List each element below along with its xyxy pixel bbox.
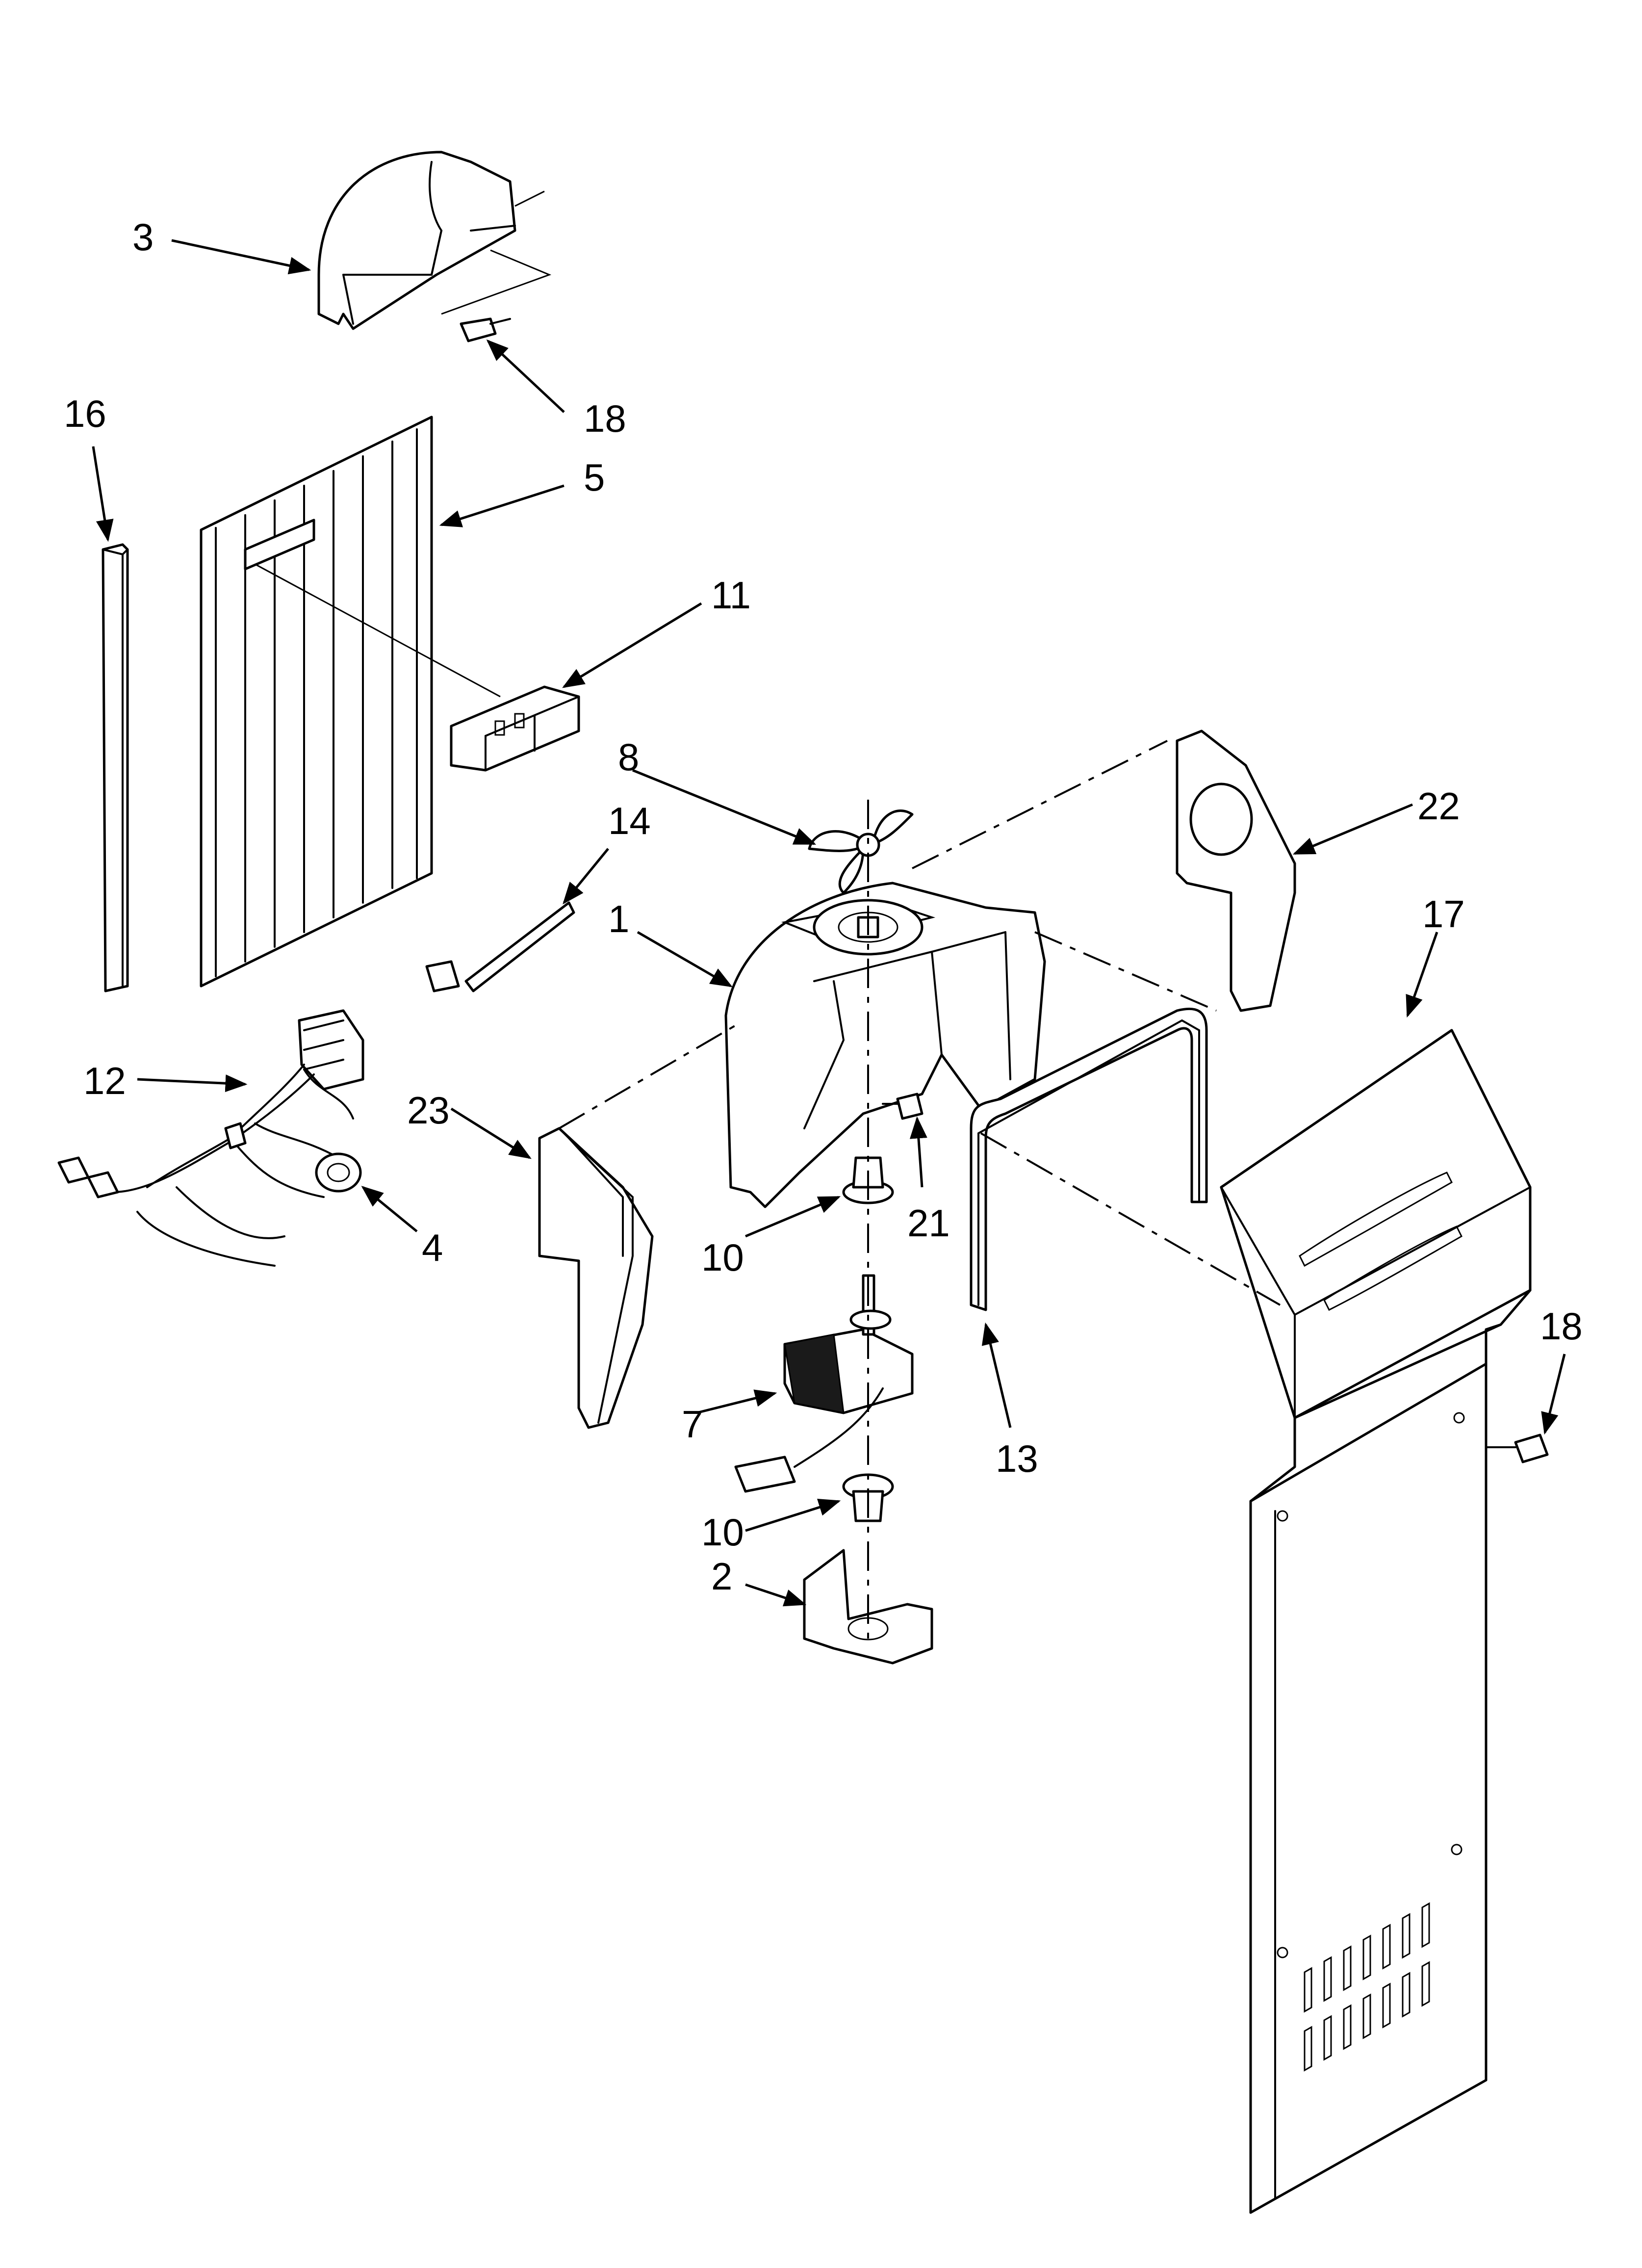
leader-arrows <box>92 239 1566 1607</box>
callout-10-upper: 10 <box>701 1236 744 1279</box>
alignment-lines <box>558 740 1281 1639</box>
part-7-fan-motor <box>734 1274 914 1493</box>
callout-12: 12 <box>83 1059 126 1102</box>
part-18-screw-top <box>460 317 511 342</box>
callout-8: 8 <box>618 735 639 779</box>
callout-5: 5 <box>584 456 605 499</box>
callout-17: 17 <box>1422 892 1465 936</box>
callout-10-lower: 10 <box>701 1511 744 1554</box>
callout-21: 21 <box>907 1201 950 1245</box>
callout-14: 14 <box>608 799 651 842</box>
part-13-u-seal <box>970 1007 1208 1311</box>
callout-1: 1 <box>608 897 629 940</box>
part-18-screw-right <box>1485 1434 1549 1463</box>
callout-2: 2 <box>711 1555 732 1598</box>
part-10-lower-grommet <box>842 1473 894 1522</box>
callout-7: 7 <box>682 1403 703 1446</box>
callout-4: 4 <box>422 1226 443 1269</box>
callout-18-top: 18 <box>584 397 626 440</box>
callout-22: 22 <box>1417 784 1460 828</box>
callout-23: 23 <box>407 1089 450 1132</box>
part-11-bracket <box>450 685 580 772</box>
callout-3: 3 <box>132 215 154 259</box>
part-5-grille <box>200 416 501 988</box>
callout-11: 11 <box>711 574 751 617</box>
callout-labels: 3 18 16 5 11 8 22 14 1 17 12 23 4 21 10 … <box>64 215 1583 1598</box>
part-12-wire-harness <box>57 1009 364 1267</box>
part-16-seal-strip <box>102 543 129 992</box>
part-14-cable-tie <box>425 901 575 992</box>
callout-13: 13 <box>996 1437 1038 1480</box>
part-1-fan-housing <box>724 882 1046 1208</box>
part-4-grommet <box>315 1152 362 1193</box>
part-17-rear-panel <box>1220 1029 1532 2214</box>
vent-slots <box>1304 1902 1430 2072</box>
part-22-side-shroud <box>1176 730 1296 1012</box>
callout-16: 16 <box>64 392 106 435</box>
part-23-side-panel <box>538 1127 654 1429</box>
part-8-fan-blade <box>808 809 914 894</box>
part-2-motor-bracket <box>803 1549 933 1665</box>
callout-18-right: 18 <box>1540 1304 1583 1348</box>
part-3-duct-cover <box>317 151 552 330</box>
part-21-screw <box>882 1093 924 1120</box>
